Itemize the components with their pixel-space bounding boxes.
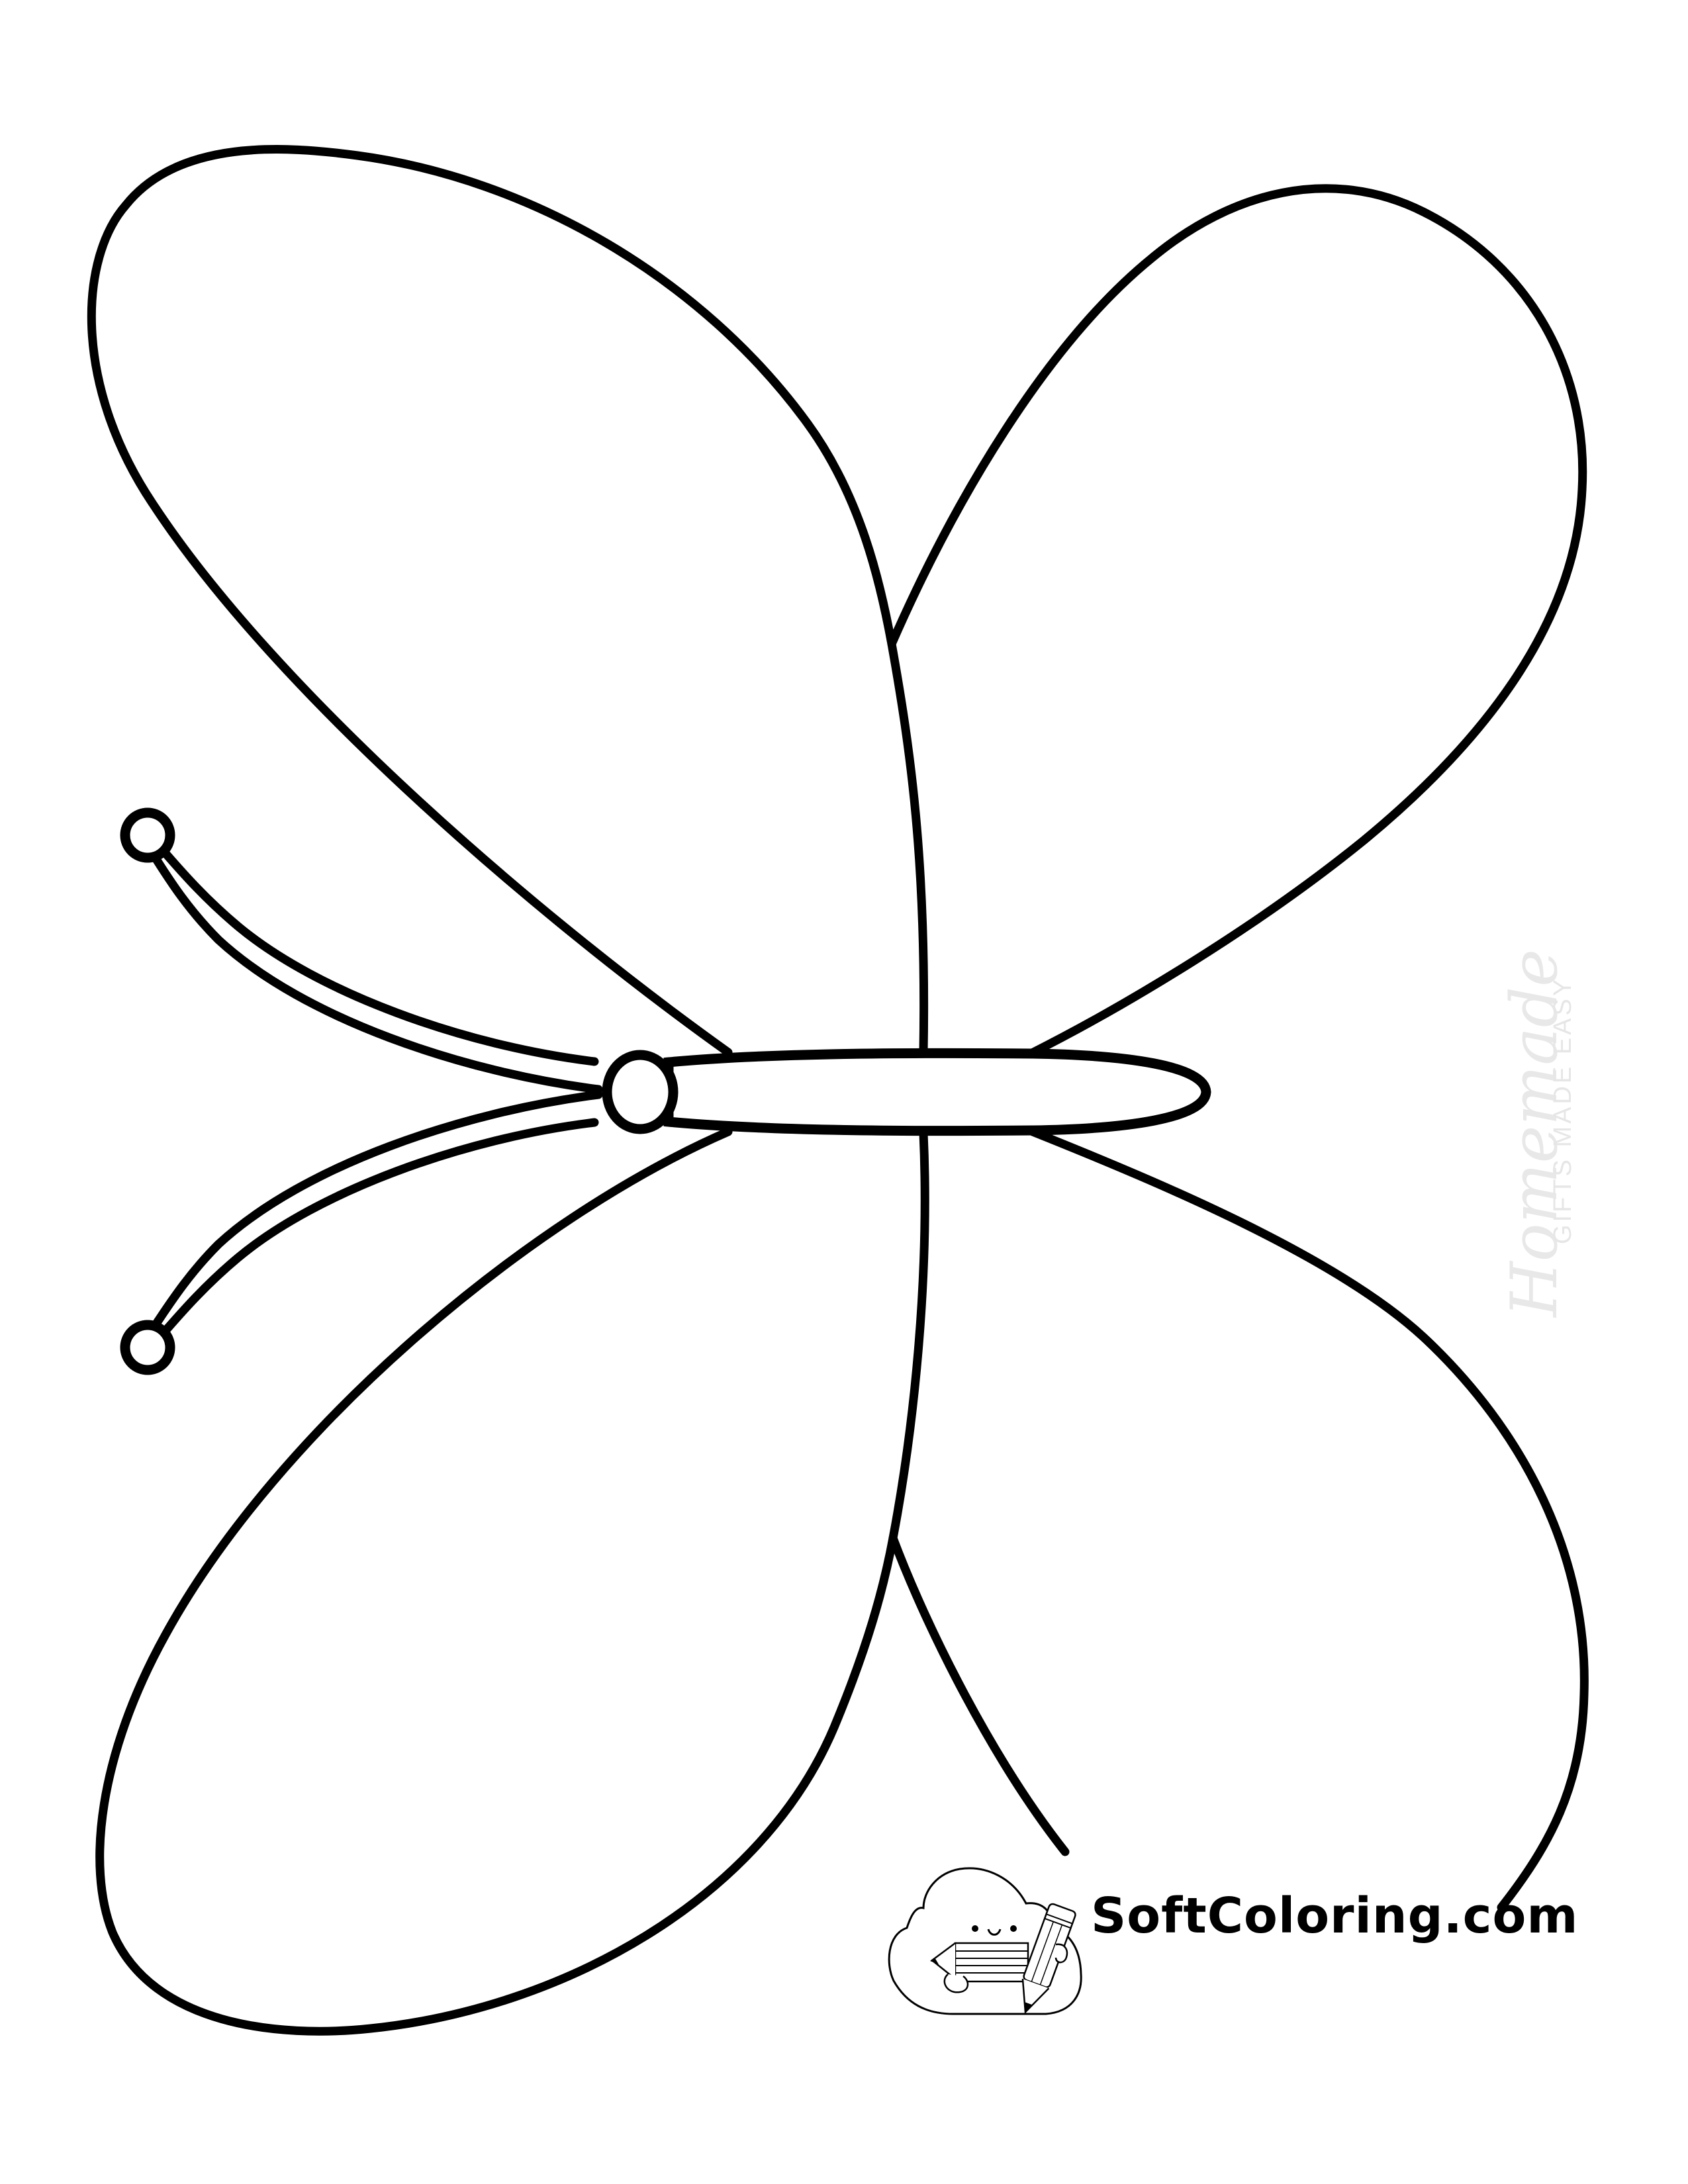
lower-antenna-tip — [120, 1320, 175, 1375]
upper-left-wing — [87, 145, 929, 1057]
lower-antenna-inner — [154, 1118, 599, 1343]
lower-right-wing — [1028, 1127, 1589, 1912]
head — [602, 1050, 679, 1134]
lower-antenna-outer — [149, 1090, 603, 1332]
cloud-with-pencils-icon — [888, 1867, 1082, 2015]
watermark-tagline: GIFTS MADE EASY — [1549, 976, 1577, 1244]
lower-right-inner-vein — [888, 1533, 1070, 1856]
brand-label[interactable]: SoftColoring.com — [1091, 1888, 1579, 1944]
body — [663, 1048, 1211, 1136]
upper-antenna-inner — [149, 850, 603, 1094]
upper-antenna-outer — [154, 841, 599, 1066]
watermark: Homemade GIFTS MADE EASY — [1497, 854, 1590, 1317]
upper-antenna-tip — [120, 807, 175, 863]
upper-right-wing — [887, 184, 1587, 1058]
